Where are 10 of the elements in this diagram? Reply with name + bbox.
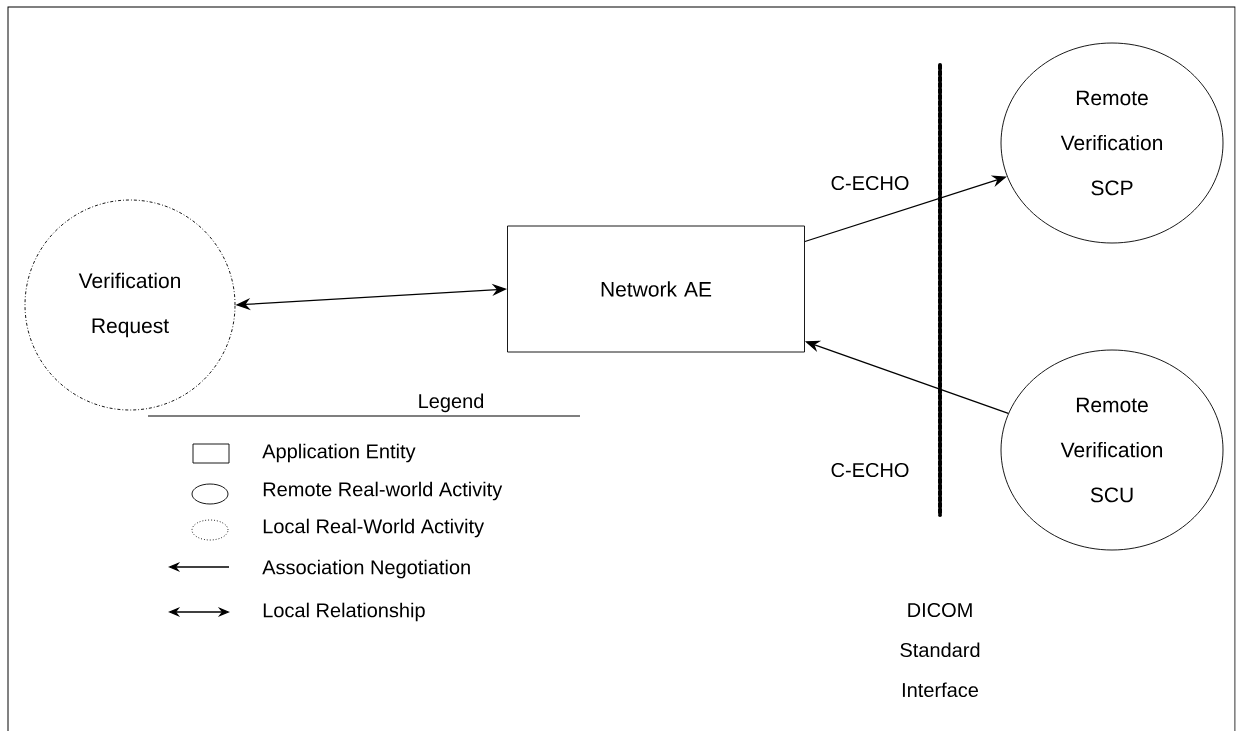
legend-label: Remote Real-world Activity xyxy=(263,481,503,501)
edge-label: C-ECHO xyxy=(831,462,909,478)
legend-label: Application Entity xyxy=(262,443,416,463)
legend-label: Association Negotiation xyxy=(262,559,470,579)
legend-title: Legend xyxy=(419,393,484,413)
legend-label: Local Real-World Activity xyxy=(263,518,485,538)
legend-label: Local Relationship xyxy=(263,602,425,622)
process-box: Network AE xyxy=(507,225,805,353)
interface-label: DICOM Standard Interface xyxy=(900,602,980,698)
edge-label: C-ECHO xyxy=(831,175,909,191)
